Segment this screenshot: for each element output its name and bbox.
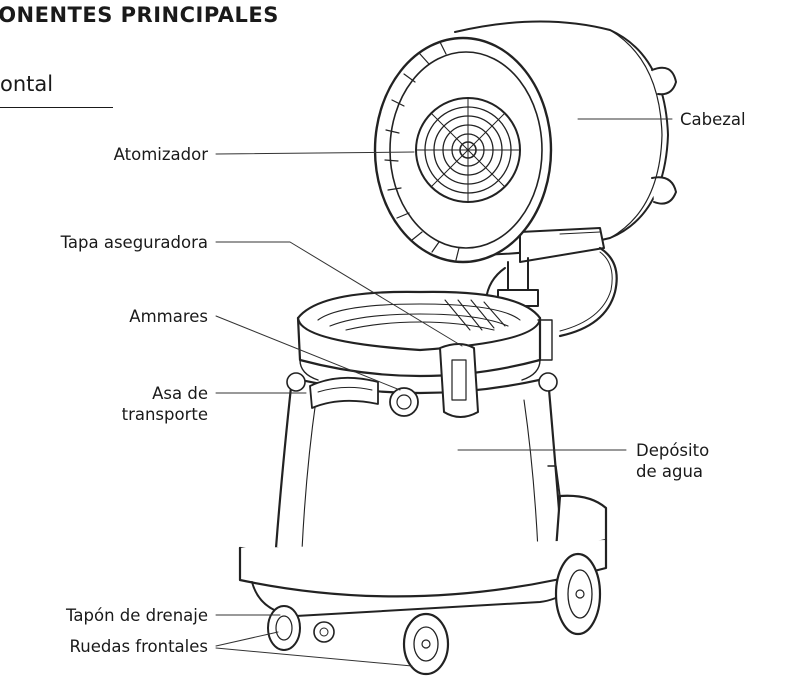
subheading-underline [0,107,113,108]
label-cabezal: Cabezal [680,110,746,129]
label-ruedas-frontales: Ruedas frontales [69,637,208,656]
label-atomizador: Atomizador [113,145,208,164]
label-asa-line1: Asa de [152,384,208,403]
front-wheel-left [267,605,301,651]
label-deposito-line1: Depósito [636,441,710,460]
fan-head [373,20,677,264]
label-deposito-line2: de agua [636,462,704,481]
front-wheel-right [402,612,450,676]
section-heading: IPONENTES PRINCIPALES [0,3,279,27]
label-ammares: Ammares [129,307,208,326]
label-asa-line2: transporte [121,405,208,424]
leader-lines [215,118,673,667]
cart-base [238,465,608,643]
rear-wheel [554,552,602,636]
water-tank [274,290,564,566]
label-tapon-drenaje: Tapón de drenaje [66,606,208,625]
label-tapa-aseguradora: Tapa aseguradora [60,233,208,252]
view-subheading: ontal [0,72,54,96]
